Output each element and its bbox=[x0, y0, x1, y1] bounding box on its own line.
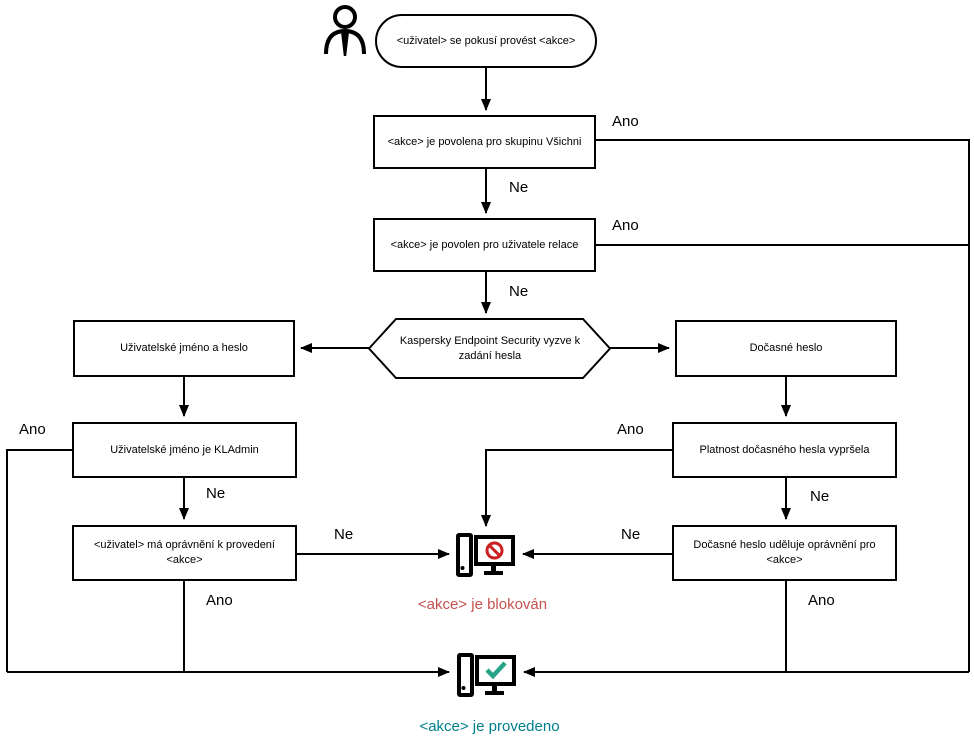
node-username-is-kladmin: Uživatelské jméno je KLAdmin bbox=[72, 422, 297, 478]
node-temporary-password: Dočasné heslo bbox=[675, 320, 897, 377]
user-icon bbox=[322, 4, 368, 67]
edge-label-ne-kladmin: Ne bbox=[206, 485, 226, 502]
node-temp-password-grants: Dočasné heslo uděluje oprávnění pro <akc… bbox=[672, 525, 897, 581]
edge-label-ano-session: Ano bbox=[612, 217, 639, 234]
node-start: <uživatel> se pokusí provést <akce> bbox=[375, 14, 597, 68]
computer-check-icon bbox=[456, 652, 518, 705]
node-username-password: Uživatelské jméno a heslo bbox=[73, 320, 295, 377]
edge-label-ne-permission: Ne bbox=[334, 526, 354, 543]
node-temp-password-expired: Platnost dočasného hesla vypršela bbox=[672, 422, 897, 478]
node-password-prompt: Kaspersky Endpoint Security vyzve k zadá… bbox=[399, 334, 581, 362]
node-action-allowed-session: <akce> je povolen pro uživatele relace bbox=[373, 218, 596, 272]
edge-label-ne-grants: Ne bbox=[621, 526, 641, 543]
blocked-result-label: <akce> je blokován bbox=[417, 596, 548, 613]
edge-label-ne-everyone: Ne bbox=[509, 179, 529, 196]
edge-label-ne-expired: Ne bbox=[810, 488, 830, 505]
edge-label-ano-kladmin: Ano bbox=[19, 421, 46, 438]
node-action-allowed-everyone: <akce> je povolena pro skupinu Všichni bbox=[373, 115, 596, 169]
edge-label-ano-expired: Ano bbox=[617, 421, 644, 438]
executed-result-label: <akce> je provedeno bbox=[419, 718, 560, 735]
edge-label-ano-everyone: Ano bbox=[612, 113, 639, 130]
computer-blocked-icon bbox=[455, 532, 517, 585]
node-user-has-permission: <uživatel> má oprávnění k provedení <akc… bbox=[72, 525, 297, 581]
edge-label-ano-permission: Ano bbox=[206, 592, 233, 609]
edge-label-ne-session: Ne bbox=[509, 283, 529, 300]
edge-label-ano-grants: Ano bbox=[808, 592, 835, 609]
